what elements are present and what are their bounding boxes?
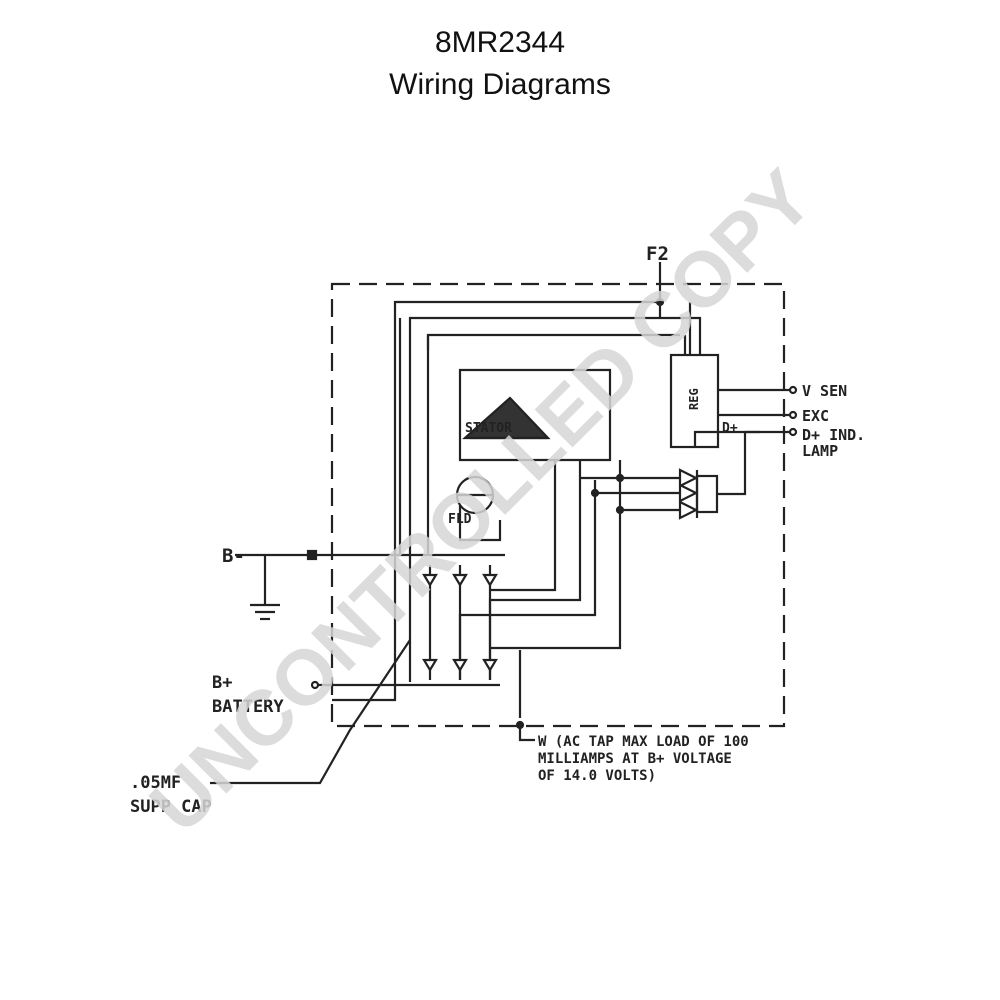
terminal-battery: BATTERY: [212, 697, 284, 717]
field-label: FLD: [448, 512, 472, 527]
terminal-b-minus: B-: [222, 545, 245, 567]
model-number: 8MR2344: [434, 26, 566, 59]
regulator-label: REG: [687, 388, 701, 410]
wiring-lines: [210, 262, 798, 785]
capacitor-label: SUPP CAP: [130, 797, 212, 817]
terminal-d-plus-regulator: D+: [722, 421, 738, 436]
terminal-b-plus: B+: [212, 673, 232, 693]
terminal-v-sen: V SEN: [802, 382, 847, 400]
w-tap-line-2: MILLIAMPS AT B+ VOLTAGE: [538, 751, 732, 767]
stator-label: STATOR: [465, 421, 512, 436]
terminal-lamp: LAMP: [802, 442, 838, 460]
terminal-d-plus-ind: D+ IND.: [802, 426, 865, 444]
diode-trio: [678, 468, 699, 520]
page-title: Wiring Diagrams: [389, 68, 611, 101]
terminal-f2: F2: [646, 243, 669, 265]
terminal-exc: EXC: [802, 407, 829, 425]
w-tap-line-3: OF 14.0 VOLTS): [538, 768, 656, 784]
housing-outline: [330, 282, 786, 728]
w-tap-line-1: W (AC TAP MAX LOAD OF 100: [538, 734, 749, 750]
capacitor-value: .05MF: [130, 773, 181, 793]
